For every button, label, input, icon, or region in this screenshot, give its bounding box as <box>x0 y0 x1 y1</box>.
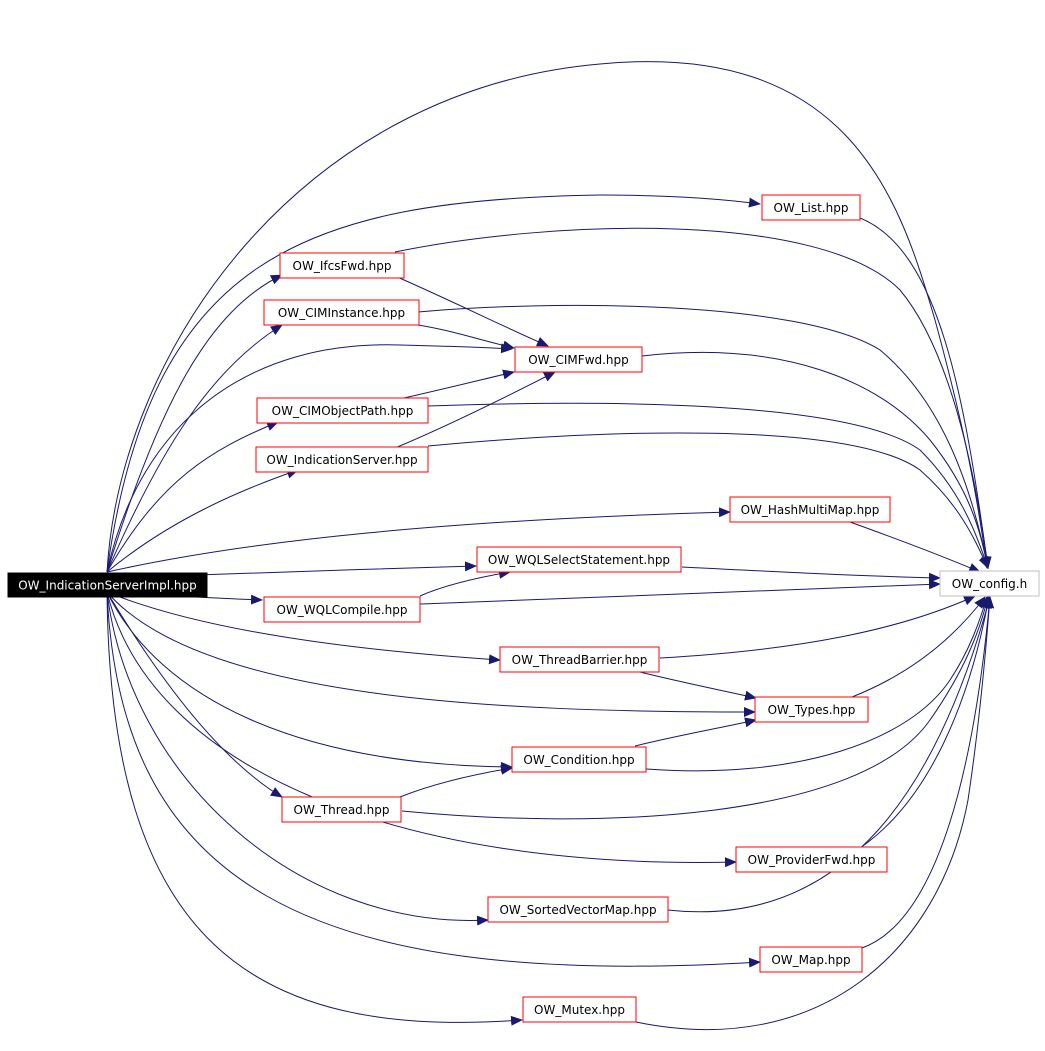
edges <box>106 61 995 1031</box>
node-mutex-label: OW_Mutex.hpp <box>534 1003 625 1017</box>
node-threadbarrier[interactable]: OW_ThreadBarrier.hpp <box>499 646 660 673</box>
node-thread[interactable]: OW_Thread.hpp <box>281 796 402 823</box>
node-wqlselect[interactable]: OW_WQLSelectStatement.hpp <box>476 546 682 573</box>
edge-wqlcompile-wqlselect <box>419 568 511 597</box>
node-mutex[interactable]: OW_Mutex.hpp <box>522 996 637 1023</box>
node-hashmultimap-label: OW_HashMultiMap.hpp <box>741 503 880 517</box>
edge-root-indicationserver <box>106 468 299 573</box>
edge-root-sortedvectormap <box>106 591 489 926</box>
edge-indicationserver-config <box>427 432 989 569</box>
node-root[interactable]: OW_IndicationServerImpl.hpp <box>7 572 208 598</box>
node-providerfwd-label: OW_ProviderFwd.hpp <box>748 853 876 867</box>
node-wqlcompile[interactable]: OW_WQLCompile.hpp <box>263 596 421 623</box>
edge-root-threadbarrier <box>106 591 501 665</box>
edge-ifcsfwd-cimfwd <box>394 275 549 347</box>
edge-threadbarrier-types <box>639 671 757 701</box>
node-ifcsfwd-label: OW_IfcsFwd.hpp <box>293 259 392 273</box>
node-cimfwd-label: OW_CIMFwd.hpp <box>528 353 629 367</box>
edge-threadbarrier-config <box>659 595 976 659</box>
node-list-label: OW_List.hpp <box>774 201 849 215</box>
edge-root-ciminstance <box>106 324 283 573</box>
edge-hashmultimap-config <box>849 521 981 573</box>
edge-root-types <box>106 591 756 717</box>
edge-thread-config <box>401 596 991 820</box>
node-sortedvectormap[interactable]: OW_SortedVectorMap.hpp <box>487 896 669 923</box>
edge-root-hashmultimap <box>106 507 731 573</box>
edge-cimobjectpath-config <box>427 402 990 569</box>
edge-wqlselect-config <box>681 566 941 583</box>
node-threadbarrier-label: OW_ThreadBarrier.hpp <box>512 653 648 667</box>
edge-types-config <box>851 596 986 698</box>
nodes: OW_IndicationServerImpl.hpp OW_config.h … <box>7 194 1040 1023</box>
node-sortedvectormap-label: OW_SortedVectorMap.hpp <box>499 903 656 917</box>
node-cimfwd[interactable]: OW_CIMFwd.hpp <box>514 346 643 373</box>
edge-wqlcompile-config <box>419 579 941 605</box>
node-ciminstance-label: OW_CIMInstance.hpp <box>278 306 405 320</box>
node-config[interactable]: OW_config.h <box>939 570 1040 597</box>
edge-root-cimfwd <box>106 343 513 573</box>
node-map-label: OW_Map.hpp <box>771 953 850 967</box>
edge-thread-condition <box>399 764 513 798</box>
node-map[interactable]: OW_Map.hpp <box>759 946 863 973</box>
edge-root-map <box>106 591 761 968</box>
edge-ciminstance-cimfwd <box>417 324 515 351</box>
edge-indicationserver-cimfwd <box>394 371 556 449</box>
node-config-label: OW_config.h <box>952 577 1027 591</box>
edge-root-thread <box>106 591 283 798</box>
node-cimobjectpath[interactable]: OW_CIMObjectPath.hpp <box>256 397 429 424</box>
edge-cimobjectpath-cimfwd <box>394 369 515 401</box>
node-providerfwd[interactable]: OW_ProviderFwd.hpp <box>735 846 888 873</box>
edge-map-config <box>861 596 994 949</box>
edge-mutex-config <box>635 596 995 1031</box>
node-thread-label: OW_Thread.hpp <box>294 803 390 817</box>
node-condition[interactable]: OW_Condition.hpp <box>511 746 647 773</box>
edge-cimfwd-config <box>641 351 991 569</box>
node-types[interactable]: OW_Types.hpp <box>754 696 869 723</box>
edge-root-list <box>106 194 761 573</box>
edge-root-config-top <box>106 61 991 573</box>
edge-ifcsfwd-config <box>394 227 992 569</box>
node-cimobjectpath-label: OW_CIMObjectPath.hpp <box>272 404 414 418</box>
node-root-label: OW_IndicationServerImpl.hpp <box>18 579 197 593</box>
node-condition-label: OW_Condition.hpp <box>523 753 634 767</box>
node-list[interactable]: OW_List.hpp <box>761 194 861 221</box>
edge-ciminstance-config <box>417 304 991 569</box>
edge-list-config <box>859 217 992 569</box>
edge-root-ifcsfwd <box>106 274 283 573</box>
edge-sortedvectormap-config <box>667 596 992 913</box>
node-wqlcompile-label: OW_WQLCompile.hpp <box>276 603 407 617</box>
edge-root-mutex <box>106 591 523 1026</box>
edge-condition-config <box>645 596 989 772</box>
node-ifcsfwd[interactable]: OW_IfcsFwd.hpp <box>279 252 405 279</box>
node-indicationserver-label: OW_IndicationServer.hpp <box>266 453 417 467</box>
edge-condition-types <box>634 717 757 747</box>
node-hashmultimap[interactable]: OW_HashMultiMap.hpp <box>729 496 891 523</box>
node-ciminstance[interactable]: OW_CIMInstance.hpp <box>263 299 420 326</box>
node-indicationserver[interactable]: OW_IndicationServer.hpp <box>255 446 429 473</box>
node-wqlselect-label: OW_WQLSelectStatement.hpp <box>488 553 670 567</box>
node-types-label: OW_Types.hpp <box>768 703 856 717</box>
edge-providerfwd-config <box>859 596 992 849</box>
edge-root-providerfwd <box>106 591 737 868</box>
edge-root-cimobjectpath <box>106 421 279 573</box>
